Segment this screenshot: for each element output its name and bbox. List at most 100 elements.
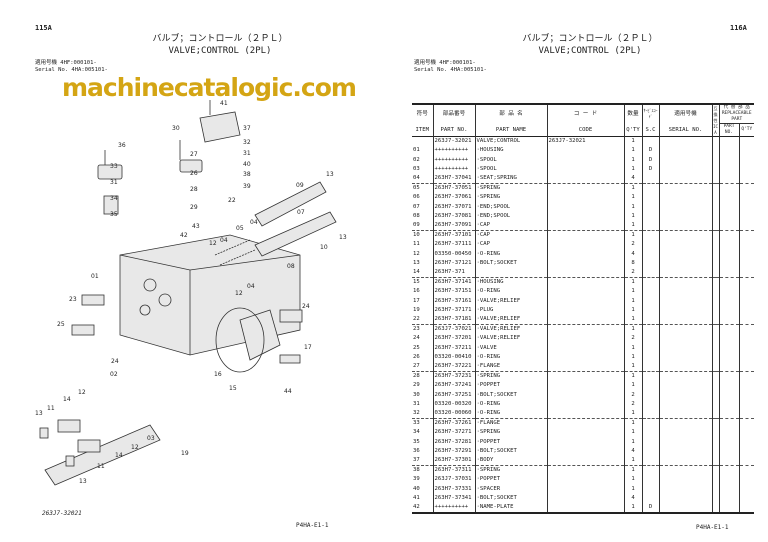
item-cell: 01 [413, 147, 420, 154]
code-cell [546, 164, 624, 175]
sc-cell [641, 268, 659, 279]
part-no-cell: ++++++++++ [432, 155, 475, 165]
qty-cell: 4 [623, 174, 642, 185]
serial-cell [658, 315, 712, 326]
header-serial-jp: 適用号機 [658, 104, 712, 124]
qty-cell: 1 [623, 428, 642, 438]
sc-cell [641, 230, 659, 241]
sc-cell [641, 343, 659, 353]
repl-part-no-cell [718, 202, 739, 212]
sc-cell [641, 249, 659, 259]
item-cell: 12 [413, 250, 420, 257]
qty-cell: 1 [623, 315, 642, 326]
callout-43: 43 [192, 223, 200, 230]
sc-cell [641, 409, 659, 420]
sc-cell [641, 493, 659, 504]
code-cell [546, 324, 624, 335]
callout-35: 35 [110, 211, 118, 218]
ica-cell [711, 183, 719, 194]
callout-24: 24 [111, 358, 119, 365]
qty-cell: 1 [623, 343, 642, 353]
left-page-number: 115A [35, 24, 52, 32]
serial-cell [658, 493, 712, 504]
callout-04: 04 [250, 219, 258, 226]
repl-qty-cell [738, 484, 755, 494]
code-cell [546, 503, 624, 514]
serial-cell [658, 240, 712, 250]
repl-part-no-cell [718, 296, 739, 306]
header-qty: Q'TY [623, 123, 642, 137]
qty-cell: 1 [623, 352, 642, 363]
repl-qty-cell [738, 324, 755, 335]
sc-cell [641, 211, 659, 222]
code-cell [546, 296, 624, 306]
repl-qty-cell [738, 315, 755, 326]
qty-cell: 1 [623, 381, 642, 391]
callout-14: 14 [63, 396, 71, 403]
sc-cell [641, 305, 659, 316]
callout-19: 19 [181, 450, 189, 457]
item-cell: 03 [413, 165, 420, 172]
part-no-cell: 03320-00060 [432, 409, 475, 420]
repl-part-no-cell [718, 305, 739, 316]
part-name-cell: ·FLANGE [474, 362, 547, 373]
code-cell [546, 277, 624, 288]
repl-part-no-cell [718, 193, 739, 203]
part-name-cell: ·POPPET [474, 437, 547, 447]
parts-list-table: 符号 部品番号 部 品 名 コ ー ド 数量 ｻｰﾋﾞｽｺｰﾄﾞ 適用号機 互換… [412, 103, 755, 514]
code-cell [546, 446, 624, 457]
ica-cell [711, 334, 719, 344]
callout-32: 32 [243, 139, 251, 146]
code-cell [546, 174, 624, 185]
item-cell: 24 [413, 335, 420, 342]
serial-cell [658, 352, 712, 363]
code-cell [546, 315, 624, 326]
callout-37: 37 [243, 125, 251, 132]
part-name-cell: ·END;SPOOL [474, 211, 547, 222]
callout-04: 04 [220, 237, 228, 244]
ica-cell [711, 343, 719, 353]
repl-qty-cell [738, 409, 755, 420]
repl-part-no-cell [718, 136, 739, 146]
callout-36: 36 [118, 142, 126, 149]
repl-qty-cell [738, 202, 755, 212]
part-name-cell: ·SPACER [474, 484, 547, 494]
repl-qty-cell [738, 446, 755, 457]
qty-cell: 4 [623, 493, 642, 504]
sc-cell [641, 221, 659, 232]
qty-cell: 1 [623, 136, 642, 146]
item-cell: 19 [413, 306, 420, 313]
part-no-cell: 263H7-37081 [432, 211, 475, 222]
ica-cell [711, 446, 719, 457]
code-cell [546, 334, 624, 344]
item-cell: 09 [412, 221, 433, 232]
sc-cell [641, 446, 659, 457]
serial-cell [658, 456, 712, 467]
header-ica-jp: 互換性 [713, 105, 718, 123]
repl-part-no-cell [718, 456, 739, 467]
qty-cell: 1 [623, 324, 642, 335]
serial-cell [658, 174, 712, 185]
serial-cell [658, 437, 712, 447]
part-name-cell: ·HOUSING [474, 146, 547, 156]
part-no-cell: 263H7-37311 [432, 465, 475, 476]
sc-cell [641, 202, 659, 212]
qty-cell: 1 [623, 287, 642, 297]
part-no-cell: 263H7-37201 [432, 334, 475, 344]
part-name-cell: ·SEAT;SPRING [474, 174, 547, 185]
ica-cell [711, 371, 719, 382]
ica-cell [711, 324, 719, 335]
code-cell [546, 381, 624, 391]
item-cell: 14 [412, 268, 433, 279]
qty-cell: 1 [623, 475, 642, 485]
callout-14: 14 [115, 452, 123, 459]
repl-part-no-cell [718, 428, 739, 438]
item-cell: 07 [413, 203, 420, 210]
qty-cell: 1 [623, 146, 642, 156]
